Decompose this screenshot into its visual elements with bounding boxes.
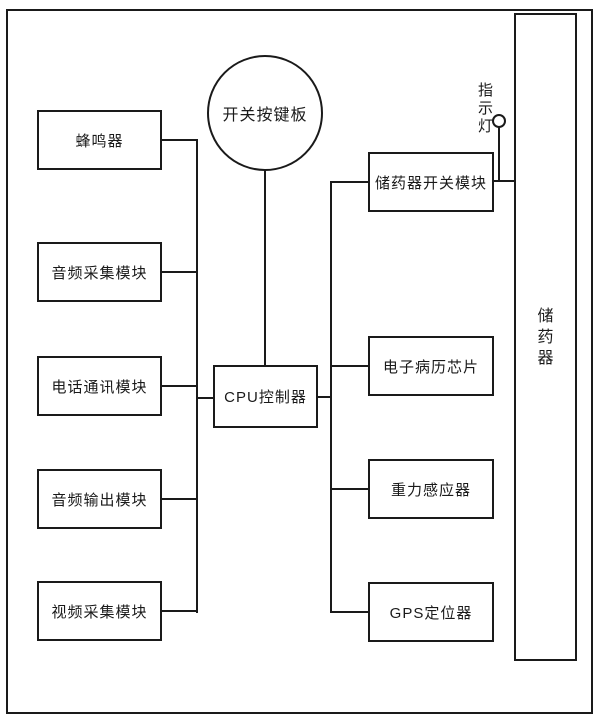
node-audio-capture-module-label: 音频采集模块 [51,264,148,282]
node-video-capture-module: 视频采集模块 [37,581,162,641]
connector-stub-gravity-sensor [330,488,370,490]
indicator-light-label: 指示灯 [477,82,494,136]
node-gps-locator-label: GPS定位器 [389,604,473,622]
node-phone-comm-module: 电话通讯模块 [37,356,162,416]
node-buzzer: 蜂鸣器 [37,110,162,170]
connector-indicator-light [498,127,500,182]
connector-left-bus [196,139,198,613]
connector-stub-gps [330,611,370,613]
node-gps-locator: GPS定位器 [368,582,494,642]
node-cpu-controller-label: CPU控制器 [224,389,307,406]
node-storage-switch-module: 储药器开关模块 [368,152,494,212]
figure-border [6,9,593,714]
node-audio-output-module: 音频输出模块 [37,469,162,529]
node-video-capture-module-label: 视频采集模块 [51,603,148,621]
connector-right-bus [330,181,332,613]
connector-stub-buzzer [162,139,198,141]
connector-stub-audio-output [162,498,198,500]
node-audio-output-module-label: 音频输出模块 [51,491,148,509]
connector-stub-cpu-left [196,397,215,399]
connector-stub-phone-comm [162,385,198,387]
node-cpu-controller: CPU控制器 [213,365,318,428]
node-gravity-sensor-label: 重力感应器 [390,481,471,499]
node-medicine-storage: 储药器 [514,13,577,661]
node-switch-button-board: 开关按键板 [207,55,323,171]
node-switch-button-board-label: 开关按键板 [222,107,308,124]
node-emr-chip: 电子病历芯片 [368,336,494,396]
connector-stub-emr-chip [330,365,370,367]
connector-circle-to-cpu [264,170,266,365]
node-audio-capture-module: 音频采集模块 [37,242,162,302]
indicator-light-icon [492,114,506,128]
node-gravity-sensor: 重力感应器 [368,459,494,519]
connector-stub-video-capture [162,610,198,612]
connector-stub-audio-capture [162,271,198,273]
node-buzzer-label: 蜂鸣器 [75,132,124,150]
node-medicine-storage-label: 储药器 [537,307,554,367]
connector-stub-cpu-right [318,396,332,398]
connector-stub-storage-switch [330,181,370,183]
node-storage-switch-module-label: 储药器开关模块 [374,174,487,192]
node-emr-chip-label: 电子病历芯片 [382,358,479,376]
node-phone-comm-module-label: 电话通讯模块 [51,378,148,396]
connector-storage-switch-to-storage [494,180,515,182]
